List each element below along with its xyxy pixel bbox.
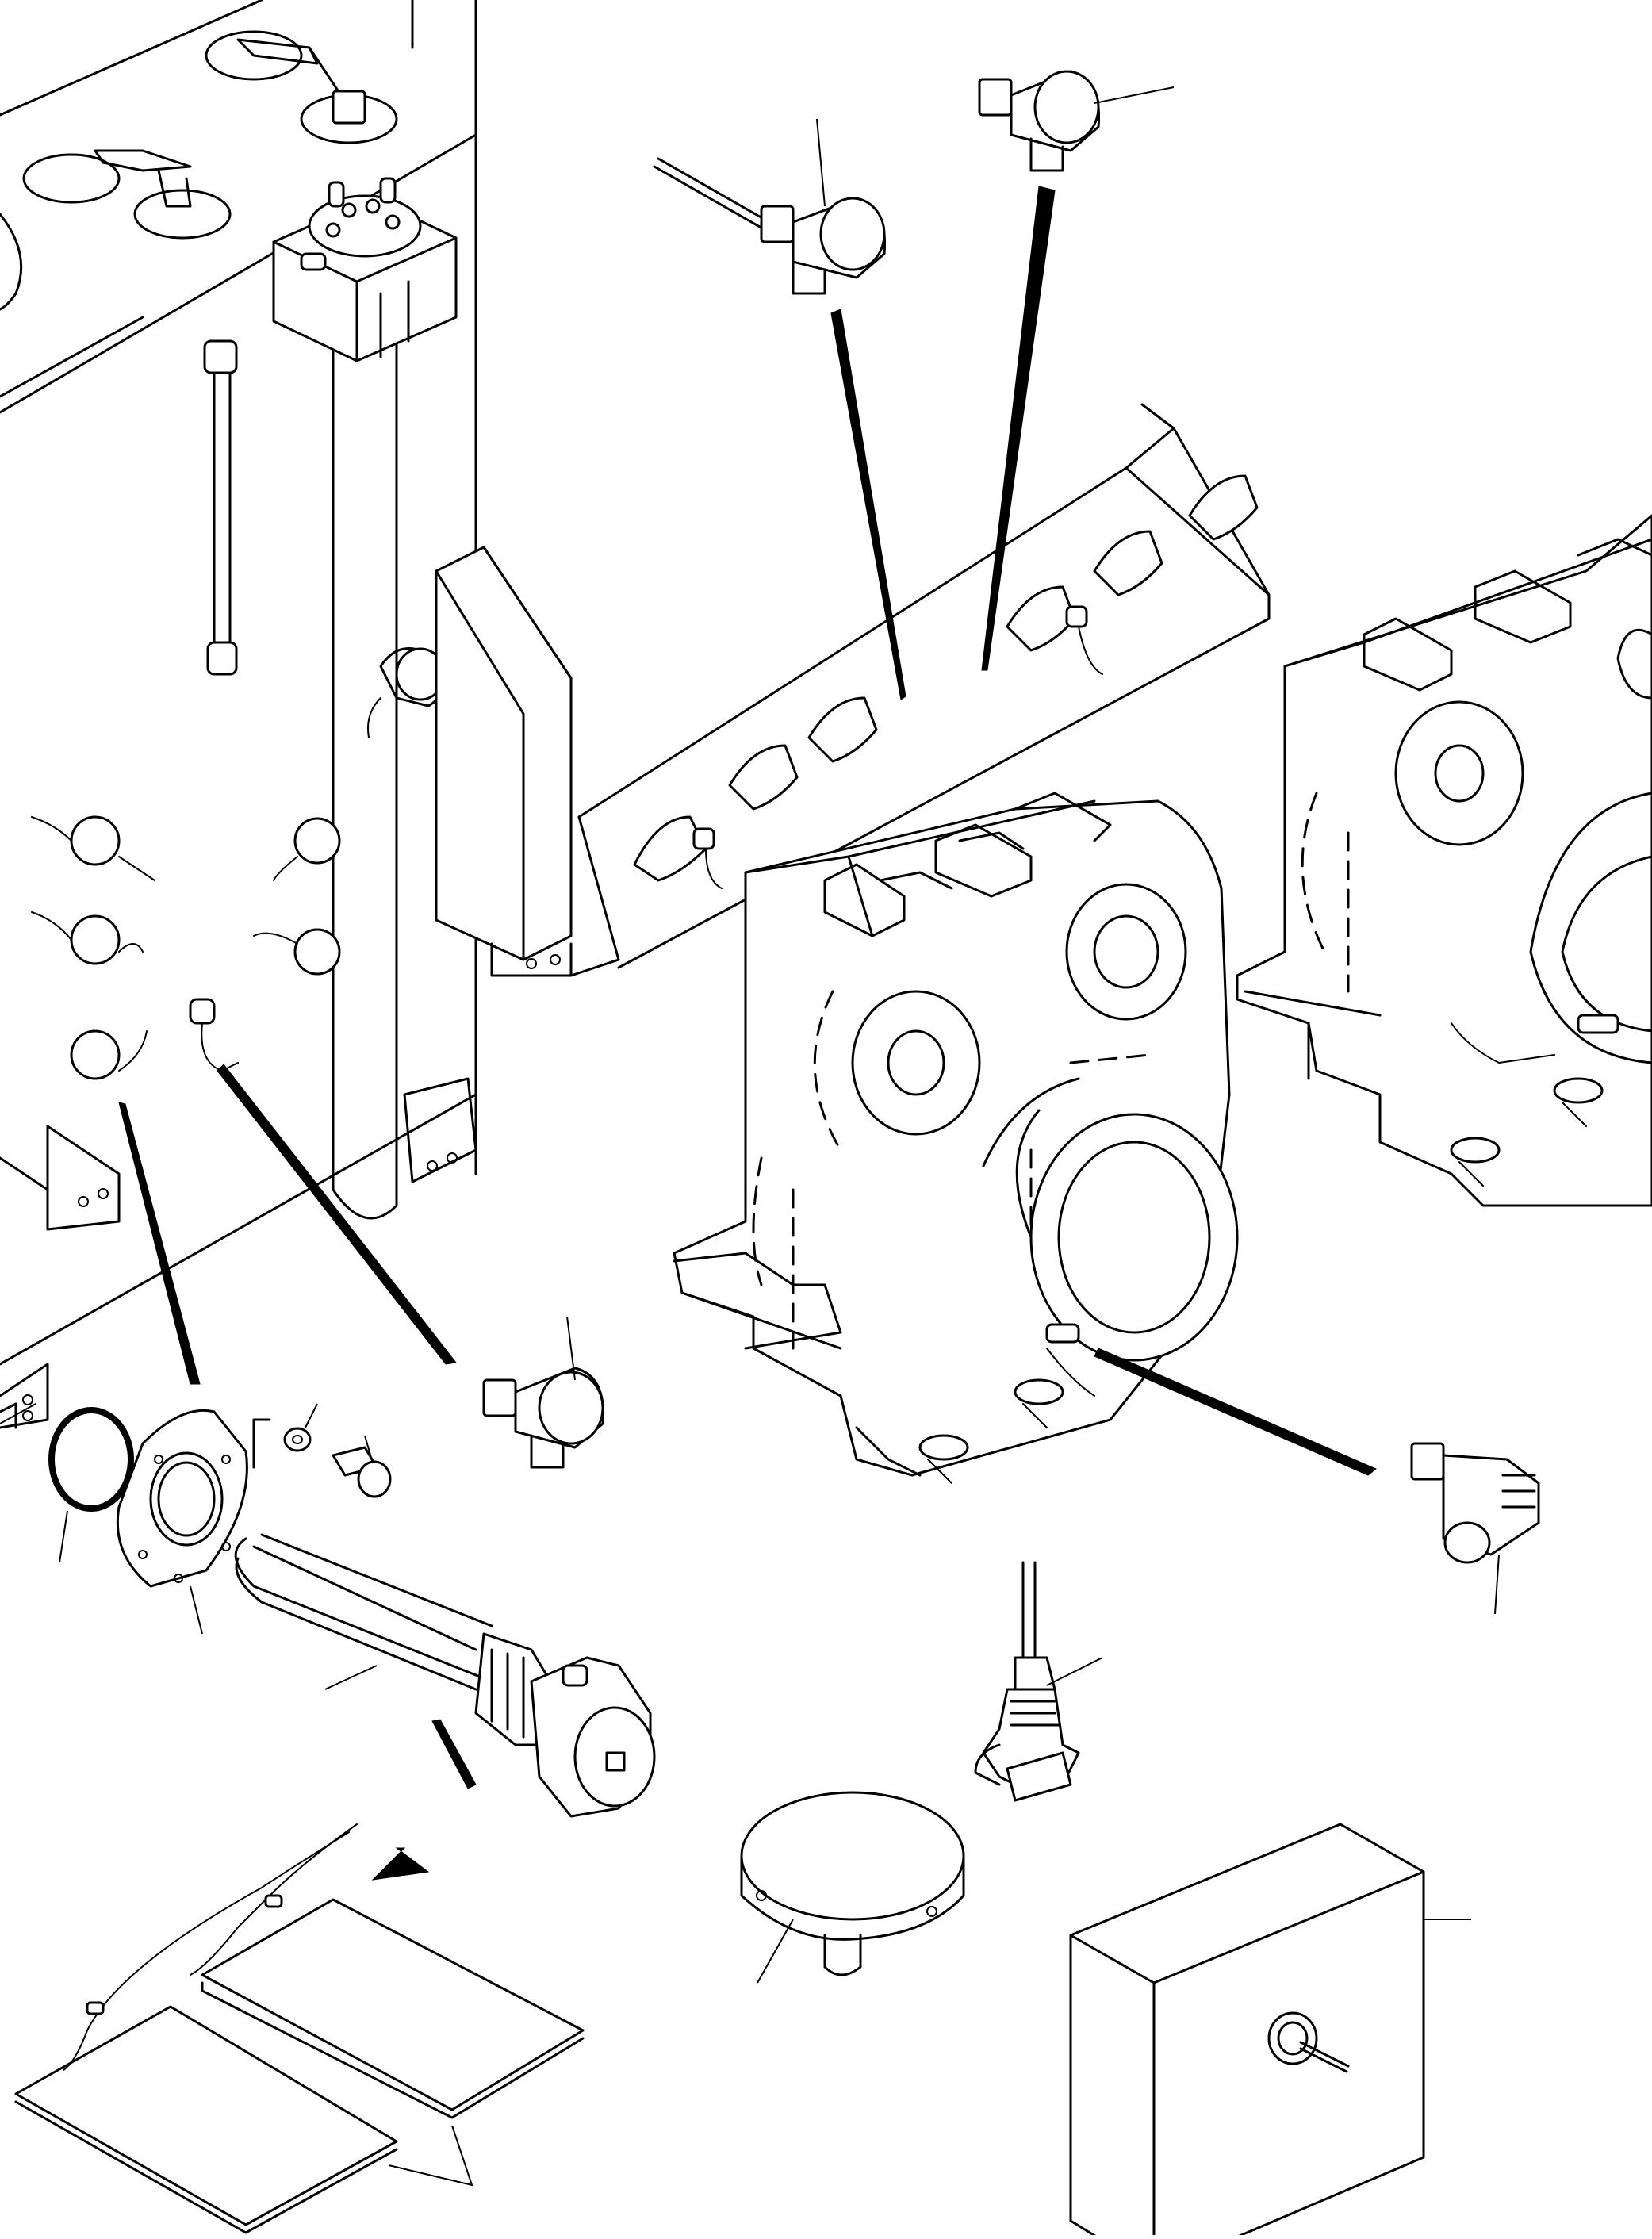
sensor-plug-6 — [253, 928, 341, 976]
valve-cover-cluster — [22, 30, 458, 362]
elbow-fitting-right — [1410, 1442, 1540, 1615]
sensor-fitting-top-left — [653, 118, 887, 295]
sensor-plug-5 — [273, 817, 341, 881]
immersion-heater — [234, 1533, 656, 1818]
transmission-housing-front — [673, 792, 1239, 1484]
cable-duct — [435, 403, 1271, 977]
wire-fitting — [189, 998, 239, 1072]
transmission-housing-rear — [1236, 514, 1652, 1207]
sensor-plug-4 — [70, 1029, 148, 1080]
temperature-probe — [974, 1561, 1103, 1802]
bolt — [332, 1435, 392, 1498]
sensor-plug-2 — [31, 815, 155, 881]
oil-pan-heater-sensors — [31, 647, 446, 1080]
heater-pads — [14, 1823, 585, 2234]
oil-level-tube — [203, 339, 238, 676]
leader-wedges — [118, 186, 1377, 1881]
o-ring — [48, 1407, 134, 1563]
duct-ports — [633, 474, 1259, 889]
sensor-fitting-top-right — [978, 70, 1175, 172]
control-box — [1069, 1823, 1471, 2239]
sensor-plug-3 — [31, 911, 144, 965]
lock-washer — [283, 1403, 318, 1452]
sensor-plug-1 — [367, 647, 446, 738]
round-cover — [740, 1791, 965, 1984]
flange-plate — [116, 1409, 271, 1635]
sensor-fitting-mid — [482, 1316, 605, 1469]
